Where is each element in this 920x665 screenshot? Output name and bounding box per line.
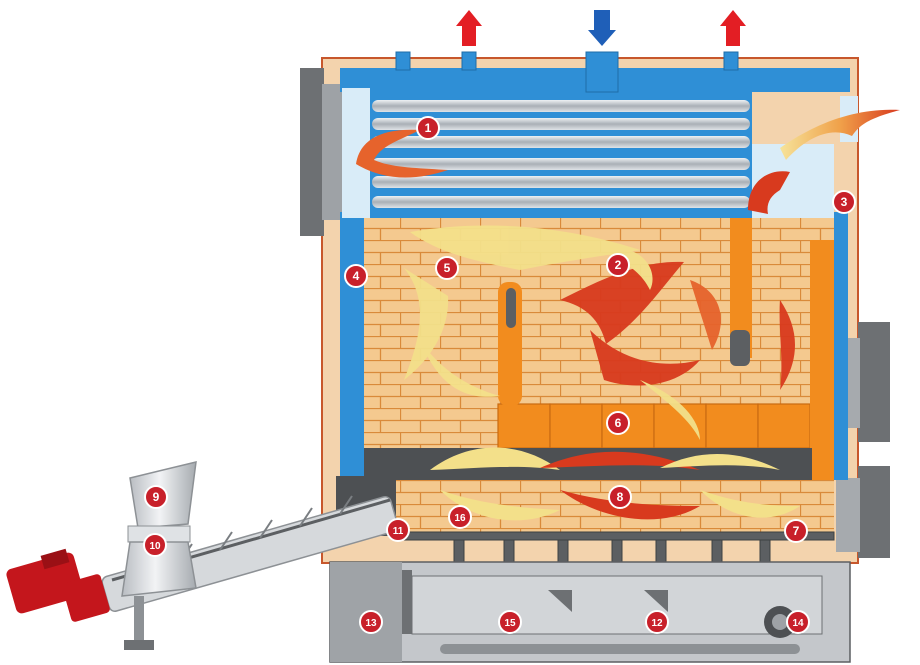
marker-12-circle [645,610,669,634]
grate-flames [430,447,800,521]
marker-10: 10 [143,533,167,557]
right-access-panel-lower [858,466,890,558]
marker-10-circle [143,533,167,557]
marker-9-circle [144,485,168,509]
marker-12: 12 [645,610,669,634]
marker-5-circle [435,256,459,280]
marker-5-label: 5 [444,261,451,275]
support-leg [134,596,144,644]
moving-grate [403,531,835,577]
ash-door-handle-left [402,570,412,634]
marker-15-label: 15 [504,618,516,629]
marker-15: 15 [498,610,522,634]
marker-14-circle [786,610,810,634]
marker-7: 7 [784,519,808,543]
marker-7-label: 7 [793,524,800,538]
marker-6-circle [606,411,630,435]
outlet-arrow-left-icon [456,10,482,46]
refractory-block-row [497,403,811,449]
water-jacket-left [340,212,364,480]
marker-4-circle [344,264,368,288]
hopper-feed-body [121,541,197,597]
marker-12-label: 12 [651,618,663,629]
refractory-wall-right [810,240,834,480]
ash-drawer [411,575,823,635]
marker-3-circle [832,190,856,214]
flame-swirl [404,225,795,440]
water-jacket-right [834,212,848,480]
support-foot [124,640,154,650]
marker-8-label: 8 [617,490,624,504]
inlet-arrow-center-icon [588,10,616,46]
marker-6: 6 [606,411,630,435]
marker-4-label: 4 [353,269,360,283]
marker-13-circle [359,610,383,634]
marker-9-label: 9 [153,490,160,504]
ash-auger [440,644,800,654]
marker-1-circle [416,116,440,140]
marker-13-label: 13 [365,618,377,629]
heat-exchanger-tubes [372,100,750,208]
ash-motor-core [772,614,788,630]
marker-11: 11 [386,518,410,542]
marker-1-label: 1 [425,121,432,135]
marker-11-label: 11 [393,526,404,537]
marker-13: 13 [359,610,383,634]
ash-deflector-left [548,590,572,612]
top-pipe-connections [395,51,739,93]
marker-16-circle [448,505,472,529]
marker-14-label: 14 [792,618,804,629]
marker-4: 4 [344,264,368,288]
marker-2-label: 2 [615,258,622,272]
marker-16: 16 [448,505,472,529]
marker-8-circle [608,485,632,509]
pillar-slot-right [730,330,750,366]
marker-10-label: 10 [149,541,161,552]
marker-11-circle [386,518,410,542]
outlet-arrow-right-icon [720,10,746,46]
marker-16-label: 16 [454,513,466,524]
refractory-pillar-right [730,218,752,358]
marker-14: 14 [786,610,810,634]
marker-8: 8 [608,485,632,509]
marker-1: 1 [416,116,440,140]
pillar-slot-left [506,288,516,328]
marker-9: 9 [144,485,168,509]
right-panel-frame-lower [836,478,860,552]
ash-deflector-right [644,590,668,612]
marker-15-circle [498,610,522,634]
marker-2: 2 [606,253,630,277]
drive-motor [6,548,110,622]
marker-7-circle [784,519,808,543]
marker-3: 3 [832,190,856,214]
left-door-frame [322,84,342,220]
marker-5: 5 [435,256,459,280]
flue-gas-flow [356,109,900,214]
marker-6-label: 6 [615,416,622,430]
marker-3-label: 3 [841,195,848,209]
left-door-panel [300,68,324,236]
marker-2-circle [606,253,630,277]
right-access-panel-upper [858,322,890,442]
